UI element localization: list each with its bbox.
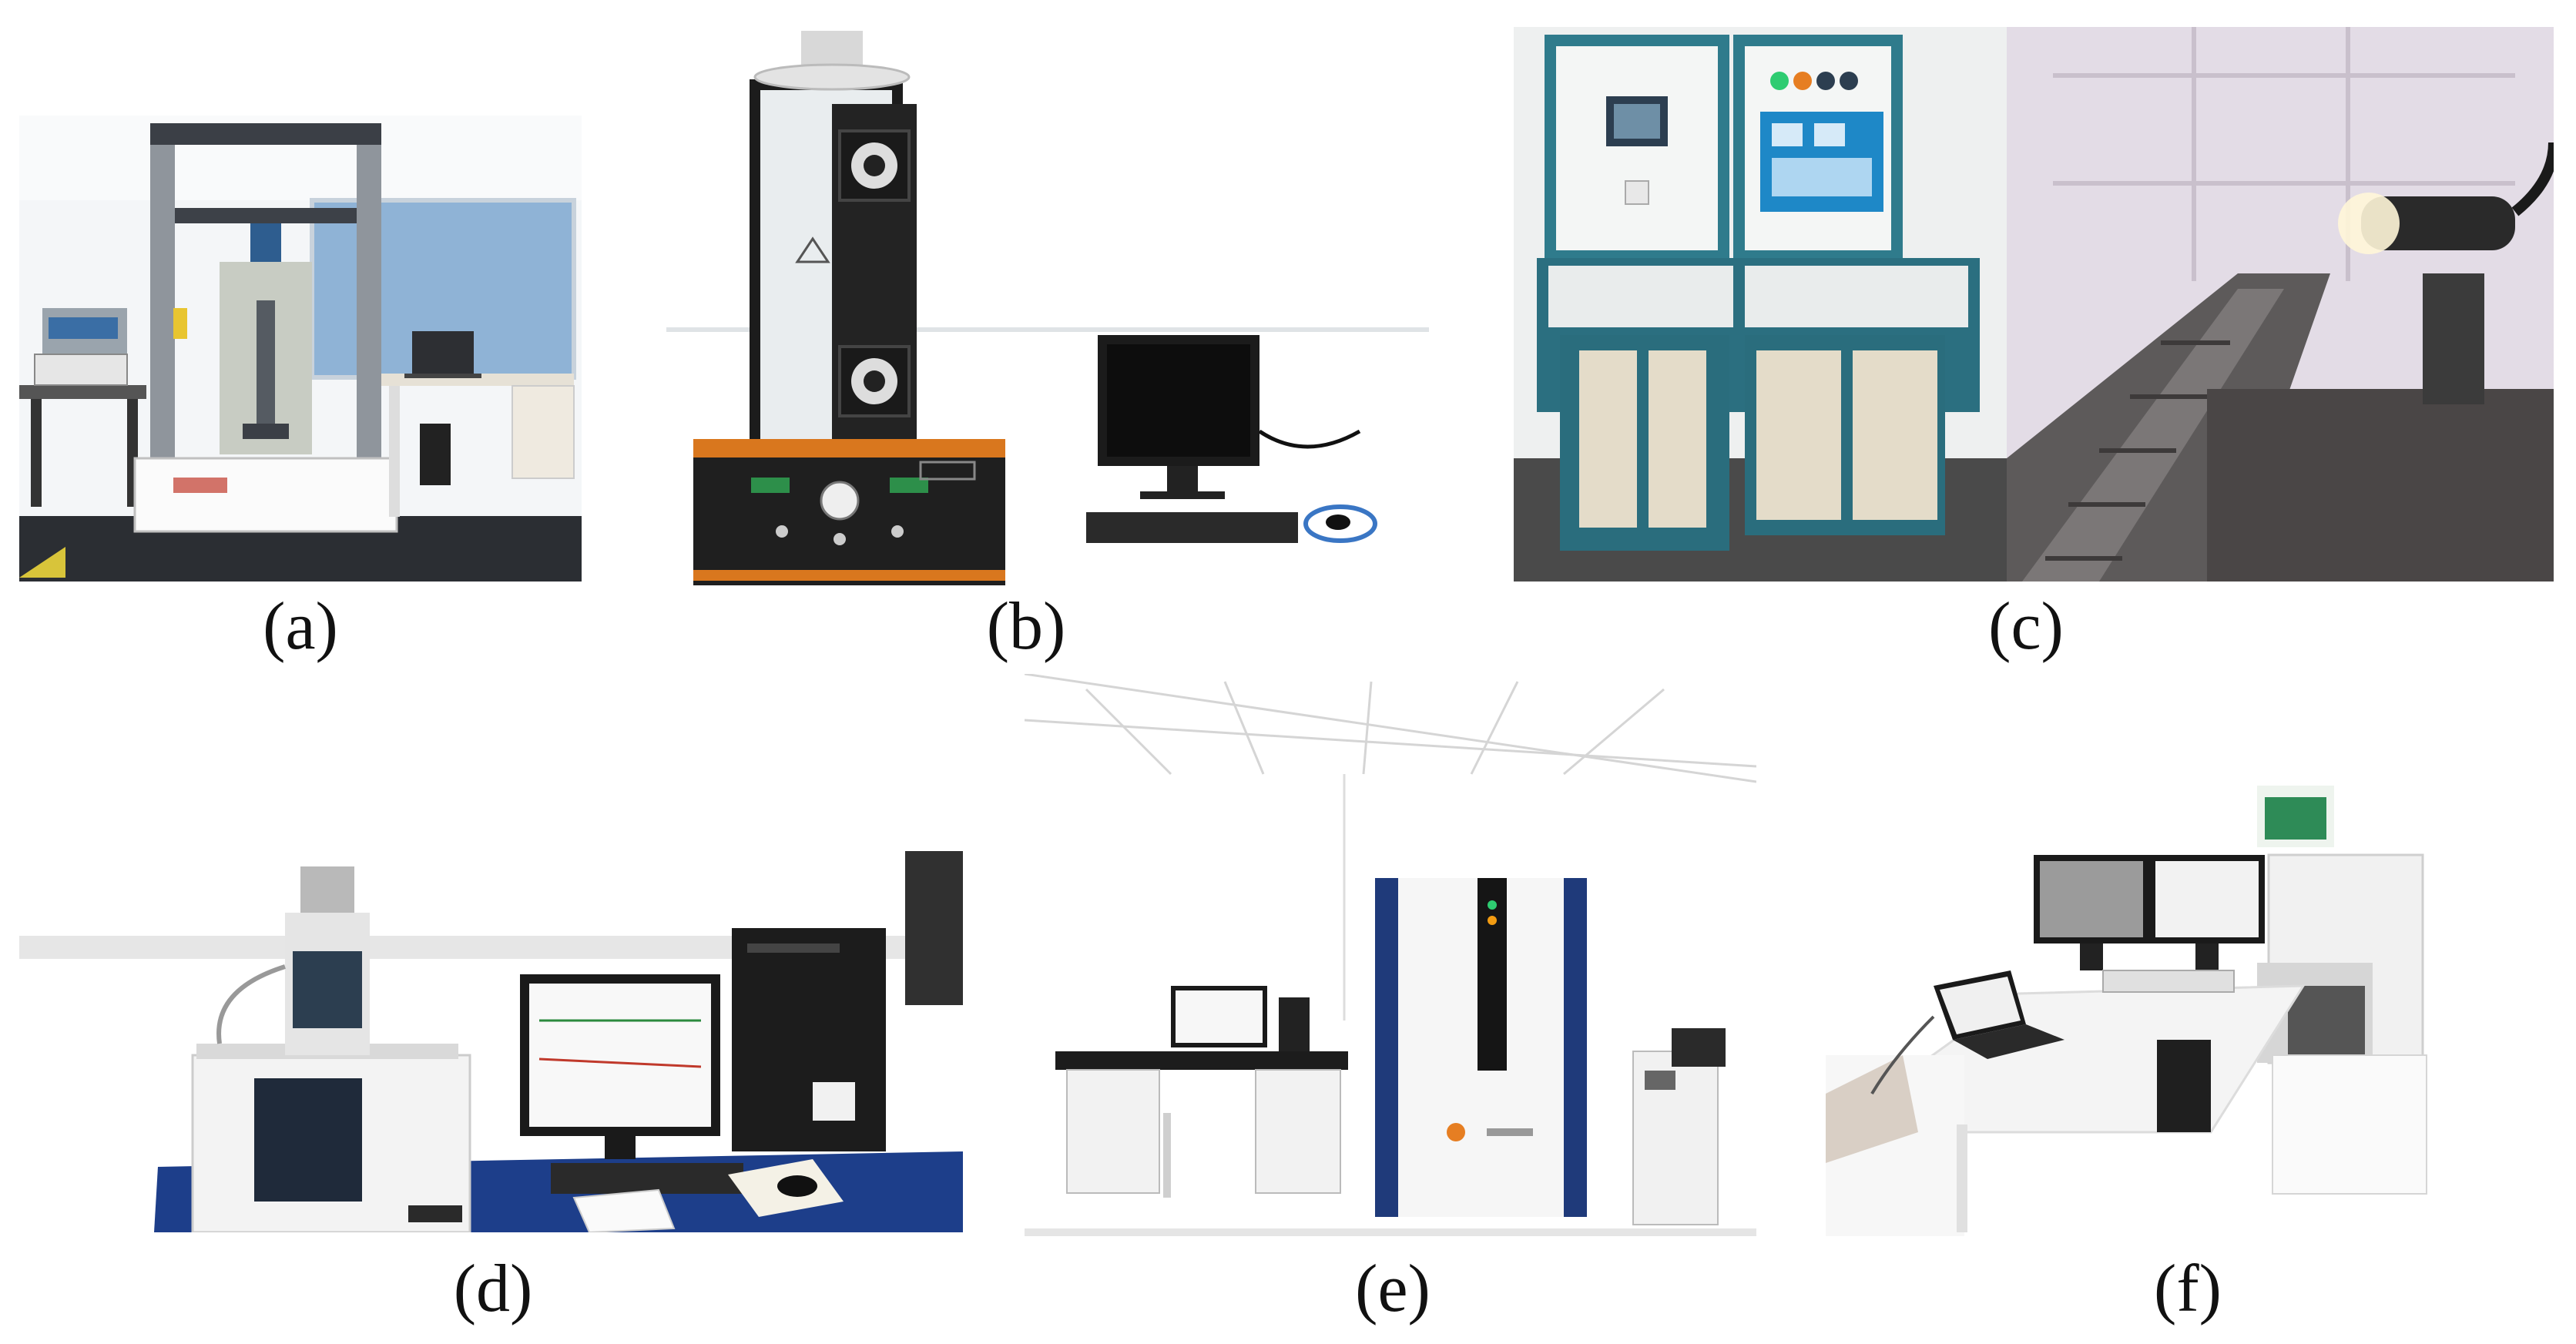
- photo-panel-b: [666, 31, 1429, 585]
- panel-label-a: (a): [263, 589, 338, 664]
- photo-panel-c: [1514, 27, 2554, 582]
- photo-panel-d: [19, 813, 963, 1232]
- thermal-analyzer-photo: [19, 813, 963, 1232]
- panel-label-c: (c): [1988, 589, 2064, 664]
- cabinet-instrument-photo: [666, 31, 1429, 585]
- photo-panel-a: [19, 116, 582, 582]
- control-cabinet-photo: [1514, 27, 2554, 582]
- panel-label-d: (d): [453, 1252, 533, 1326]
- microscope-station-photo: [1826, 732, 2558, 1236]
- panel-label-f: (f): [2154, 1252, 2222, 1326]
- diffractometer-photo: [1025, 674, 1756, 1236]
- photo-panel-e: [1025, 674, 1756, 1236]
- panel-label-b: (b): [986, 589, 1066, 664]
- testing-machine-photo: [19, 116, 582, 582]
- panel-label-e: (e): [1355, 1252, 1431, 1326]
- photo-panel-f: [1826, 732, 2558, 1236]
